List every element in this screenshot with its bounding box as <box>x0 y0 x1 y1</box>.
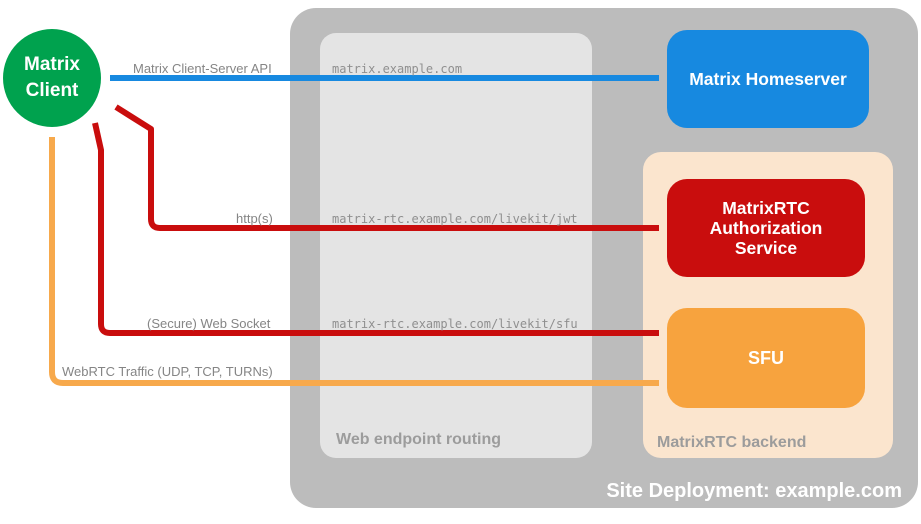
web-endpoint-routing-label: Web endpoint routing <box>336 431 502 448</box>
matrix-client-node: Matrix Client <box>3 29 101 127</box>
https-label: http(s) <box>236 211 273 226</box>
deployment-title: Site Deployment: example.com <box>606 480 902 502</box>
websocket-label: (Secure) Web Socket <box>147 316 271 331</box>
matrix-client-label: Matrix Client <box>24 54 80 101</box>
auth-service-node: MatrixRTC Authorization Service <box>667 179 865 277</box>
matrix-homeserver-node: Matrix Homeserver <box>667 30 869 128</box>
auth-service-label: MatrixRTC Authorization Service <box>709 198 823 258</box>
matrixrtc-backend-label: MatrixRTC backend <box>657 434 807 451</box>
web-endpoint-routing-box <box>320 33 592 458</box>
client-server-api-label: Matrix Client-Server API <box>133 61 272 76</box>
homeserver-endpoint-text: matrix.example.com <box>332 62 463 76</box>
matrix-homeserver-label: Matrix Homeserver <box>689 68 847 89</box>
webrtc-label: WebRTC Traffic (UDP, TCP, TURNs) <box>62 364 273 379</box>
sfu-endpoint-text: matrix-rtc.example.com/livekit/sfu <box>332 317 578 331</box>
sfu-node: SFU <box>667 308 865 408</box>
jwt-endpoint-text: matrix-rtc.example.com/livekit/jwt <box>332 212 578 226</box>
sfu-label: SFU <box>748 347 784 368</box>
